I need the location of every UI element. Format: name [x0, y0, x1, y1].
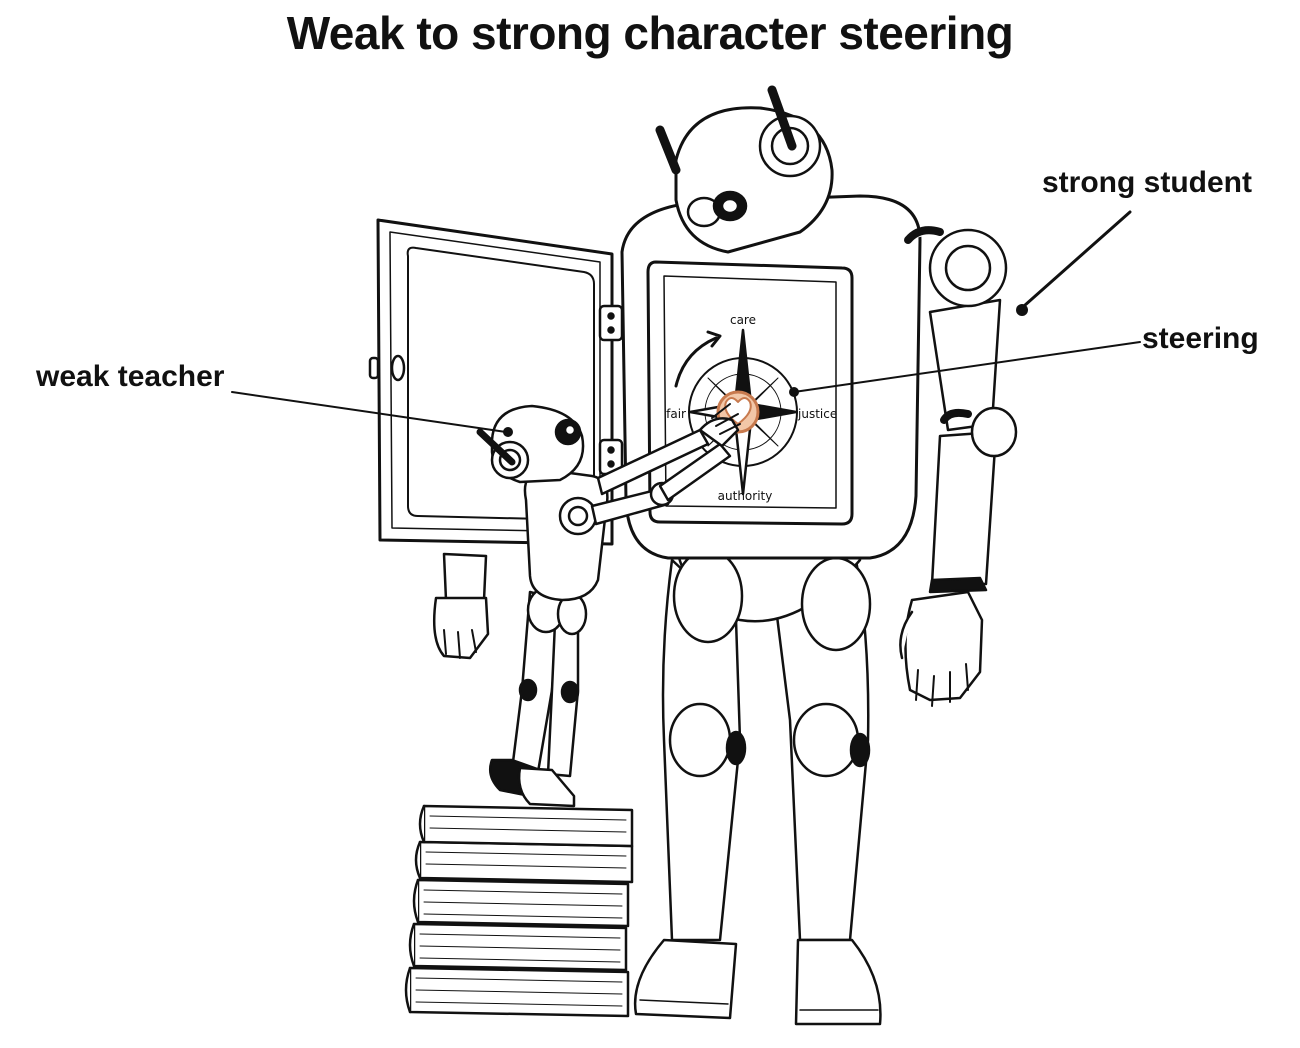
strong-student-label: strong student [1042, 166, 1252, 199]
compass-west-label: fair [666, 407, 686, 421]
book-stack [404, 804, 634, 1018]
callout-lines [231, 210, 1141, 437]
book [414, 840, 634, 884]
weak-robot-torso [523, 468, 609, 602]
book [418, 804, 634, 848]
book [404, 966, 630, 1018]
steering-leader [793, 341, 1141, 393]
compass-south-label: authority [718, 489, 773, 503]
strong-student-leader [1022, 210, 1132, 308]
weak-teacher-leader [231, 391, 507, 433]
book [412, 878, 630, 928]
compass-north-label: care [730, 313, 756, 327]
diagram-title: Weak to strong character steering [286, 7, 1014, 59]
strong-robot-left-hand [433, 552, 490, 660]
weak-robot-head [476, 404, 585, 484]
steering-label: steering [1142, 322, 1259, 355]
weak-robot [476, 403, 741, 808]
strong-robot-legs [633, 558, 882, 1026]
strong-robot-head [655, 85, 834, 254]
weak-teacher-label: weak teacher [36, 360, 225, 393]
compass-east-label: justice [797, 407, 837, 421]
book [408, 922, 628, 972]
strong-robot-arm [899, 226, 1018, 707]
